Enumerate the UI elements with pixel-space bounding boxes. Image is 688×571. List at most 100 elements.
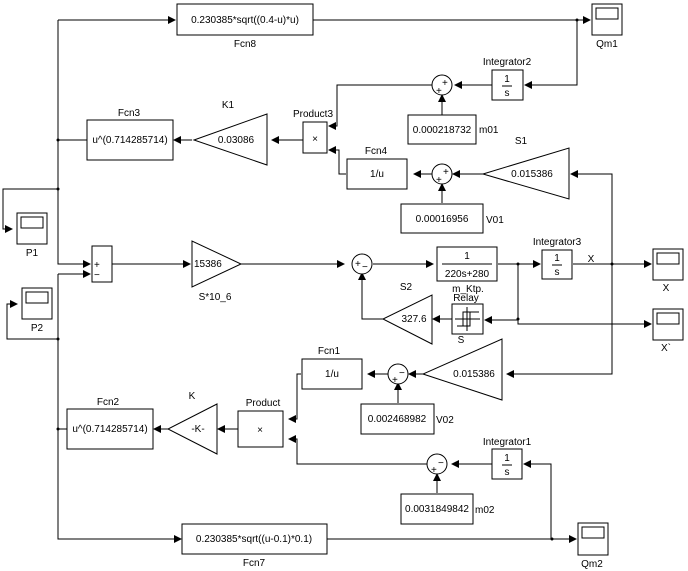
sum-v01[interactable]: + +	[431, 163, 453, 186]
integrator3-block[interactable]: Integrator3 1 s	[533, 237, 582, 280]
sum-v02[interactable]: − +	[387, 363, 409, 386]
m01-value: 0.000218732	[413, 125, 472, 136]
junction-dot	[550, 537, 554, 541]
integrator2-numerator: 1	[504, 74, 510, 85]
sum-sign: +	[436, 86, 442, 97]
fcn4-block[interactable]: Fcn4 1/u	[346, 146, 408, 190]
s1-label: S1	[515, 136, 528, 147]
integrator2-denominator: s	[505, 88, 510, 99]
v02-constant[interactable]: 0.002468982 V02	[360, 403, 454, 435]
line-to-integrator1	[523, 460, 552, 539]
fcn3-expression: u^(0.714285714)	[92, 135, 167, 146]
sum-m02[interactable]: − +	[426, 453, 448, 476]
m01-label: m01	[479, 125, 499, 136]
m02-label: m02	[475, 505, 495, 516]
s1-gain[interactable]: S1 0.015386	[481, 136, 570, 200]
line-to-p1	[2, 188, 58, 233]
line-sum-to-product	[288, 435, 427, 465]
junction-dot	[610, 262, 614, 266]
sum-sign: +	[392, 375, 398, 386]
k1-value: 0.03086	[218, 135, 255, 146]
sum-sign: +	[355, 259, 361, 270]
scope-icon	[581, 526, 605, 539]
v02-label: V02	[436, 415, 454, 426]
product-label: Product	[246, 398, 281, 409]
fcn2-expression: u^(0.714285714)	[72, 424, 147, 435]
relay-block[interactable]: Relay S	[451, 293, 484, 346]
p1-scope[interactable]: P1	[16, 212, 48, 259]
fcn7-block[interactable]: 0.230385*sqrt((u-0.1)*0.1) Fcn7	[181, 523, 328, 569]
scope-x[interactable]: X	[652, 248, 684, 294]
sum-m01[interactable]: + +	[431, 74, 453, 97]
product3-block[interactable]: Product3 ×	[293, 109, 333, 154]
fcn1-block[interactable]: Fcn1 1/u	[301, 346, 363, 390]
sum-sign: +	[442, 78, 448, 89]
scope-icon	[595, 7, 619, 20]
relay-label: Relay	[453, 293, 479, 304]
product3-label: Product3	[293, 109, 333, 120]
integrator2-block[interactable]: Integrator2 1 s	[483, 57, 532, 101]
fcn1-label: Fcn1	[318, 346, 341, 357]
gain-v02-value: 0.015386	[453, 369, 495, 380]
multiply-icon: ×	[257, 425, 263, 436]
sum-sign: −	[438, 458, 444, 469]
fcn8-label: Fcn8	[234, 39, 257, 50]
fcn2-block[interactable]: Fcn2 u^(0.714285714)	[66, 397, 154, 450]
scope-xdot[interactable]: X`	[652, 308, 684, 354]
gain-s-value: 15386	[194, 259, 222, 270]
gain-s-block[interactable]: 15386 S*10_6	[191, 240, 243, 303]
product-block[interactable]: Product ×	[237, 398, 284, 448]
line-x-to-gain	[506, 264, 613, 378]
m01-constant[interactable]: 0.000218732 m01	[407, 114, 499, 145]
line-to-scope-xdot	[517, 320, 652, 328]
scope-icon	[656, 252, 680, 265]
gain-v02-block[interactable]: 0.015386	[421, 338, 503, 401]
transfer-function-block[interactable]: 1 220s+280 m_Ktp.	[436, 246, 498, 295]
s1-value: 0.015386	[511, 169, 553, 180]
scope-xdot-label: X`	[661, 342, 671, 354]
integrator3-label: Integrator3	[533, 237, 582, 248]
junction-dot	[516, 317, 520, 321]
line-x-to-s1	[570, 170, 613, 264]
k-gain[interactable]: K -K-	[166, 391, 218, 455]
m02-constant[interactable]: 0.0031849842 m02	[400, 493, 495, 525]
sum-sign: +	[431, 465, 437, 476]
qm1-scope[interactable]: Qm1	[591, 3, 623, 50]
v01-label: V01	[486, 215, 504, 226]
s2-gain[interactable]: S2 327.6	[381, 282, 433, 345]
fcn8-block[interactable]: 0.230385*sqrt((0.4-u)*u) Fcn8	[176, 3, 314, 50]
v01-constant[interactable]: 0.00016956 V01	[400, 203, 504, 234]
k1-gain[interactable]: K1 0.03086	[192, 100, 268, 166]
line-to-integrator2	[524, 20, 578, 89]
signal-x-label: X	[588, 254, 595, 265]
gain-s-label: S*10_6	[199, 292, 232, 303]
qm2-label: Qm2	[581, 559, 603, 570]
sum-pressure[interactable]: + −	[91, 245, 113, 283]
integrator1-numerator: 1	[504, 453, 510, 464]
fcn3-block[interactable]: Fcn3 u^(0.714285714)	[86, 108, 174, 161]
signal-lines	[2, 16, 652, 543]
v01-value: 0.00016956	[416, 214, 469, 225]
p2-label: P2	[31, 323, 44, 334]
line-to-fcn7	[57, 429, 182, 543]
relay-hysteresis-icon	[455, 307, 480, 331]
integrator1-block[interactable]: Integrator1 1 s	[483, 437, 532, 480]
tf-denominator: 220s+280	[445, 269, 490, 280]
junction-dot	[56, 138, 60, 142]
sum-main[interactable]: + −	[351, 253, 373, 275]
tf-numerator: 1	[464, 251, 470, 262]
qm2-scope[interactable]: Qm2	[577, 522, 609, 570]
p2-scope[interactable]: P2	[21, 287, 53, 334]
sum-sign: −	[94, 270, 100, 281]
fcn1-expression: 1/u	[325, 369, 339, 380]
scope-icon	[656, 312, 680, 325]
line-sum-to-product3	[328, 84, 437, 130]
k-value: -K-	[191, 424, 204, 435]
line-fcn4-to-product3	[328, 146, 346, 175]
line-to-sum-plus	[57, 140, 91, 268]
s2-value: 327.6	[401, 314, 426, 325]
integrator1-denominator: s	[505, 467, 510, 478]
line-s2-to-sum	[358, 272, 383, 320]
fcn8-expression: 0.230385*sqrt((0.4-u)*u)	[191, 15, 299, 26]
